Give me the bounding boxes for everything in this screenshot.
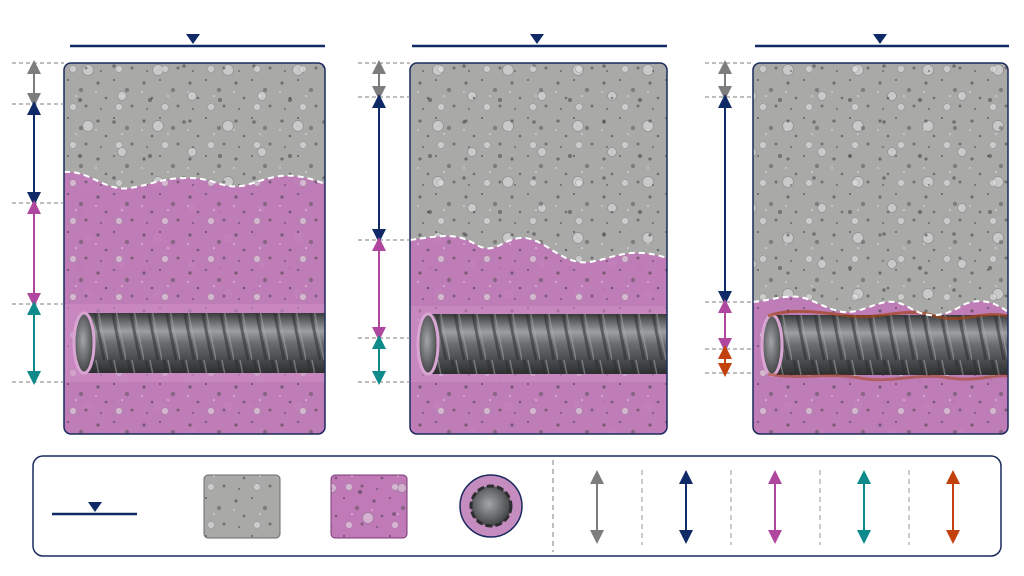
panel-frame: [63, 62, 326, 435]
down-triangle-icon: [186, 34, 200, 44]
panel-1: [12, 34, 326, 435]
legend-surface-line: [52, 502, 137, 516]
legend-carbonated-swatch: [330, 474, 408, 539]
down-triangle-icon: [530, 34, 544, 44]
dimension-guides: [12, 62, 64, 383]
rebar-cross-section-icon: [459, 474, 523, 538]
dimension-guides: [358, 62, 410, 383]
down-triangle-icon: [88, 502, 102, 512]
down-triangle-icon: [873, 34, 887, 44]
rebar-end: [416, 312, 440, 376]
rebar-end: [760, 313, 784, 377]
legend: [32, 455, 1002, 557]
dimension-guides: [705, 62, 753, 374]
carbonation-front: [64, 170, 325, 190]
corrosion-layer: [767, 309, 1008, 321]
panel-3: [705, 34, 1009, 435]
panel-frame: [752, 62, 1009, 435]
panel-2: [358, 34, 668, 435]
legend-concrete-swatch: [203, 474, 281, 539]
legend-arrow-guides: [641, 470, 910, 545]
carbonation-front: [753, 295, 1008, 317]
panel-frame: [409, 62, 668, 435]
rebar-end: [72, 311, 96, 375]
corrosion-layer: [767, 372, 1008, 382]
carbonation-front: [410, 235, 667, 264]
